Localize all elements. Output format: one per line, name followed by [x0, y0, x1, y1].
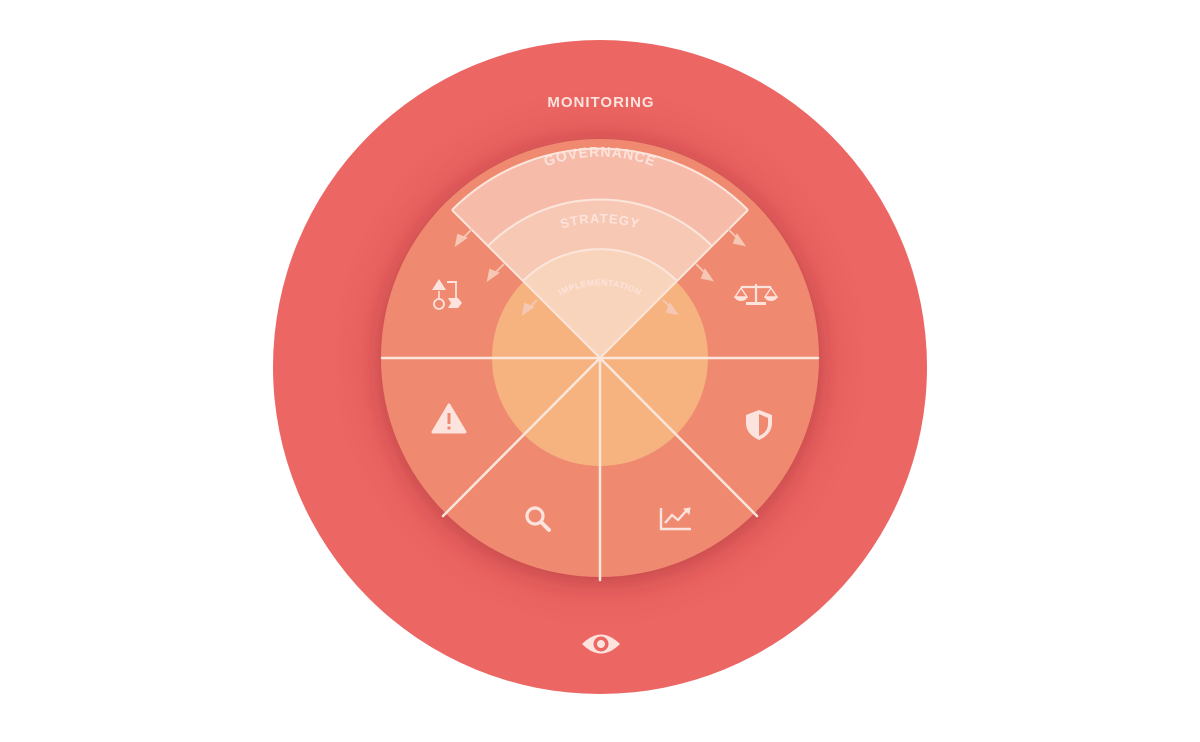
shield-icon [746, 410, 772, 440]
workflow-shapes-icon [432, 279, 462, 310]
trending-chart-icon [659, 507, 691, 531]
implementation-arc [523, 249, 677, 358]
warning-icon [431, 403, 467, 434]
top-wedge [451, 147, 749, 359]
eye-icon [582, 634, 620, 654]
flow-arrows [454, 227, 747, 317]
magnifier-icon [525, 506, 551, 532]
balance-scale-icon [733, 284, 779, 305]
monitoring-label: MONITORING [547, 94, 654, 111]
